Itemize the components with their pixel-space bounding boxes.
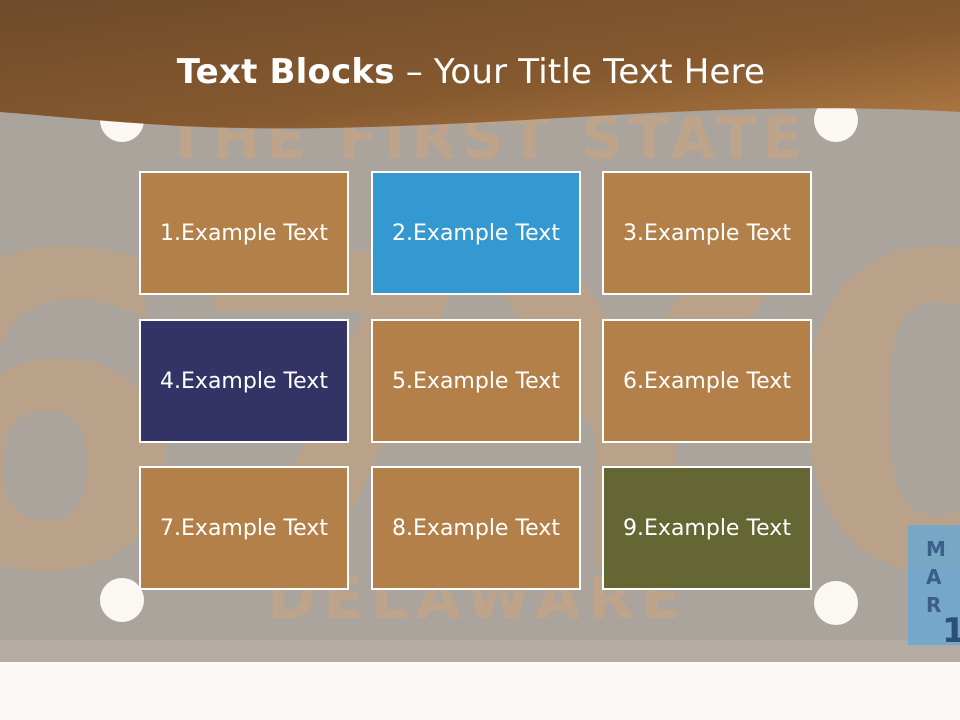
text-block-4-label: 4.Example Text — [160, 368, 328, 394]
slide-title: Text Blocks – Your Title Text Here — [0, 52, 942, 92]
sticker-letter-m: M — [926, 537, 946, 561]
title-rest-part: Your Title Text Here — [433, 52, 766, 92]
text-block-6-label: 6.Example Text — [623, 368, 791, 394]
header-wave-band — [0, 0, 960, 129]
text-block-3-label: 3.Example Text — [623, 220, 791, 246]
text-block-9-label: 9.Example Text — [623, 515, 791, 541]
registration-sticker — [908, 525, 960, 645]
footer-band — [0, 662, 960, 720]
sticker-letter-a: A — [926, 565, 942, 589]
title-dash: – — [394, 52, 434, 92]
sticker-letter-r: R — [926, 593, 941, 617]
bolt-hole-bottom-left — [100, 578, 144, 622]
text-block-2: 2.Example Text — [371, 171, 581, 295]
text-block-2-label: 2.Example Text — [392, 220, 560, 246]
text-block-9: 9.Example Text — [602, 466, 812, 590]
text-block-8-label: 8.Example Text — [392, 515, 560, 541]
bolt-hole-top-right — [814, 98, 858, 142]
text-block-5-label: 5.Example Text — [392, 368, 560, 394]
text-block-3: 3.Example Text — [602, 171, 812, 295]
text-block-1-label: 1.Example Text — [160, 220, 328, 246]
text-block-8: 8.Example Text — [371, 466, 581, 590]
text-block-4: 4.Example Text — [139, 319, 349, 443]
title-bold-part: Text Blocks — [176, 52, 395, 92]
text-block-7-label: 7.Example Text — [160, 515, 328, 541]
text-block-7: 7.Example Text — [139, 466, 349, 590]
bolt-hole-bottom-right — [814, 581, 858, 625]
text-block-5: 5.Example Text — [371, 319, 581, 443]
sticker-year: 1 — [942, 611, 960, 651]
text-block-1: 1.Example Text — [139, 171, 349, 295]
text-block-6: 6.Example Text — [602, 319, 812, 443]
